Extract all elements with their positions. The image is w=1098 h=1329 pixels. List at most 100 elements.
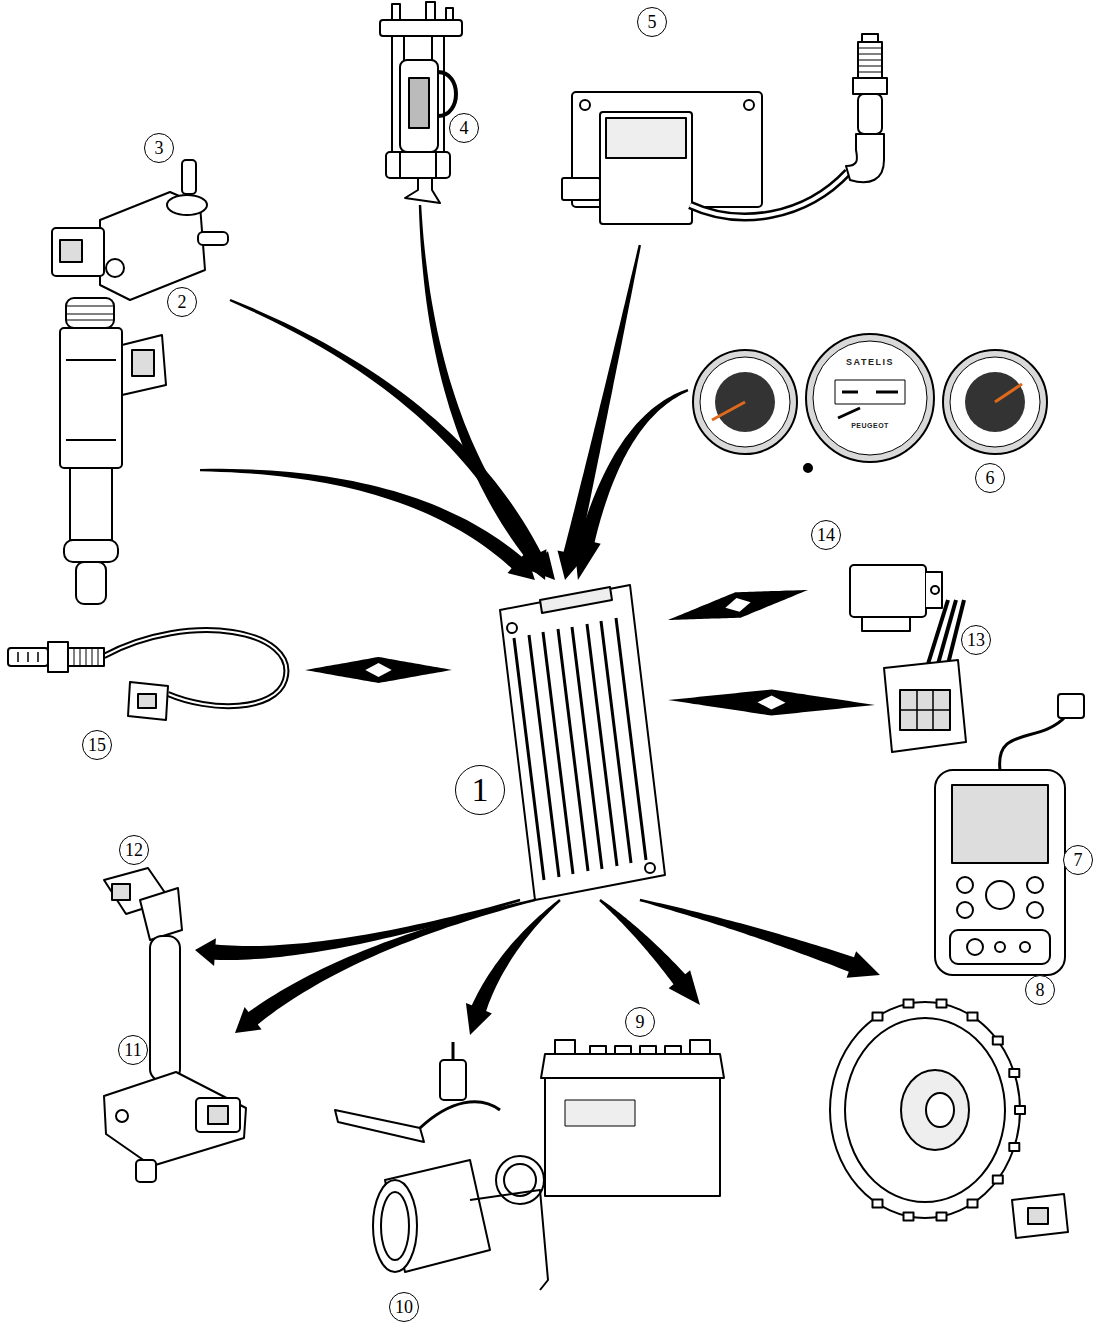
ignition-coil-part — [858, 42, 882, 78]
diagnostic-tool-part — [995, 942, 1005, 952]
ignition-coil-part — [744, 100, 754, 110]
fuel-injector-part — [76, 562, 106, 604]
ignition-coil-part — [862, 34, 878, 42]
flywheel-sensor-part — [904, 1212, 914, 1220]
battery-part — [690, 1040, 710, 1054]
arrow-body — [305, 657, 452, 683]
signal-arrow — [574, 389, 689, 580]
callout-number: 7 — [1063, 845, 1093, 875]
callout-number: 4 — [449, 113, 479, 143]
battery-part — [545, 1078, 720, 1196]
flywheel-sensor-part — [993, 1175, 1003, 1183]
callout-number: 12 — [119, 835, 149, 865]
flywheel-sensor-part — [873, 1013, 883, 1021]
battery-part — [541, 1054, 724, 1078]
diagnostic-tool-part — [1027, 902, 1043, 918]
arrow-body — [668, 690, 875, 716]
fuel-pump-part — [380, 20, 462, 36]
diagnostic-tool-part — [957, 877, 973, 893]
ignition-coil-part — [858, 48, 882, 72]
diagnostic-connector — [884, 600, 966, 752]
arrow-body — [668, 590, 808, 620]
callout-number: 8 — [1025, 975, 1055, 1005]
flywheel-sensor-part — [1015, 1106, 1025, 1114]
component-region: 11 — [95, 1033, 255, 1185]
component-region: 9 — [530, 1005, 730, 1205]
canister-valve-part — [52, 228, 104, 276]
flywheel-sensor-part — [926, 1093, 954, 1127]
relay-module-part — [850, 565, 926, 617]
diagnostic-tool-part — [1027, 877, 1043, 893]
diagnostic-connector-part — [884, 660, 966, 752]
ignition-coil-part — [690, 172, 848, 217]
pressure-sensor-part — [116, 1110, 128, 1122]
diagnostic-tool-part — [952, 785, 1048, 863]
component-region: 7 — [915, 688, 1095, 980]
fuel-pump-part — [443, 36, 445, 155]
callout-number: 5 — [637, 7, 667, 37]
battery — [541, 1040, 724, 1196]
canister-valve-part — [106, 259, 124, 277]
callout-number: 10 — [389, 1292, 419, 1322]
pressure-sensor — [104, 1072, 246, 1182]
throttle-body-part — [470, 1190, 548, 1290]
ignition-coil-part — [562, 178, 600, 200]
battery-part — [565, 1100, 635, 1126]
component-region: 1 — [452, 580, 668, 900]
flywheel-sensor-part — [968, 1200, 978, 1208]
oxygen-sensor-part — [8, 648, 48, 666]
fuel-pump-part — [438, 72, 456, 116]
component-region: 14 — [808, 518, 940, 635]
throttle-body-part — [373, 1180, 417, 1272]
brand-text: SATELIS — [846, 358, 894, 367]
component-region: 5 — [555, 5, 900, 245]
arrow-body — [419, 205, 555, 580]
flywheel-sensor-part — [1028, 1208, 1048, 1224]
signal-arrow — [599, 899, 700, 1005]
ignition-coil-part — [690, 172, 848, 217]
temperature-sensor-part — [140, 888, 182, 940]
battery-part — [615, 1046, 631, 1054]
callout-number: 1 — [455, 765, 505, 815]
oxygen-sensor-part — [68, 648, 104, 666]
fuel-injector-part — [122, 335, 166, 395]
ignition-coil-part — [853, 78, 887, 94]
canister-valve-part — [60, 240, 82, 262]
throttle-body-part — [440, 1060, 466, 1100]
signal-arrow — [230, 299, 547, 580]
diagnostic-tool-part — [950, 930, 1050, 964]
ignition-coil — [562, 34, 887, 224]
fuel-injector-part — [66, 360, 116, 440]
ignition-coil-part — [606, 118, 686, 158]
engine-control-unit-part — [514, 618, 646, 880]
arrow-body — [640, 899, 880, 978]
flywheel-sensor-part — [1009, 1143, 1019, 1151]
signal-arrow — [668, 590, 808, 620]
arrow-body — [574, 389, 689, 580]
arrow-body — [599, 899, 700, 1005]
diagnostic-tool-part — [1000, 716, 1066, 770]
diagnostic-connector-part — [900, 690, 950, 730]
instrument-cluster-part — [842, 391, 898, 394]
flywheel-sensor-part — [845, 1018, 1005, 1202]
instrument-cluster-part — [804, 464, 812, 472]
flywheel-sensor-part — [1012, 1194, 1068, 1238]
signal-arrow — [558, 245, 642, 580]
engine-control-unit-part — [500, 585, 665, 900]
throttle-body-part — [381, 1192, 409, 1260]
flywheel-sensor-part — [873, 1200, 883, 1208]
oxygen-sensor-part — [138, 694, 156, 708]
component-region: 2 — [25, 285, 200, 615]
fuel-pump-part — [386, 152, 450, 178]
engine-control-unit-part — [645, 863, 655, 873]
engine-control-unit-part — [540, 587, 612, 613]
oxygen-sensor-part — [128, 682, 168, 720]
arrow-body — [558, 245, 642, 580]
brand-text: PEUGEOT — [851, 422, 889, 429]
callout-number: 2 — [167, 287, 197, 317]
temperature-sensor-part — [112, 884, 130, 900]
throttle-body-part — [452, 1042, 455, 1060]
diagnostic-connector-part — [928, 600, 964, 664]
